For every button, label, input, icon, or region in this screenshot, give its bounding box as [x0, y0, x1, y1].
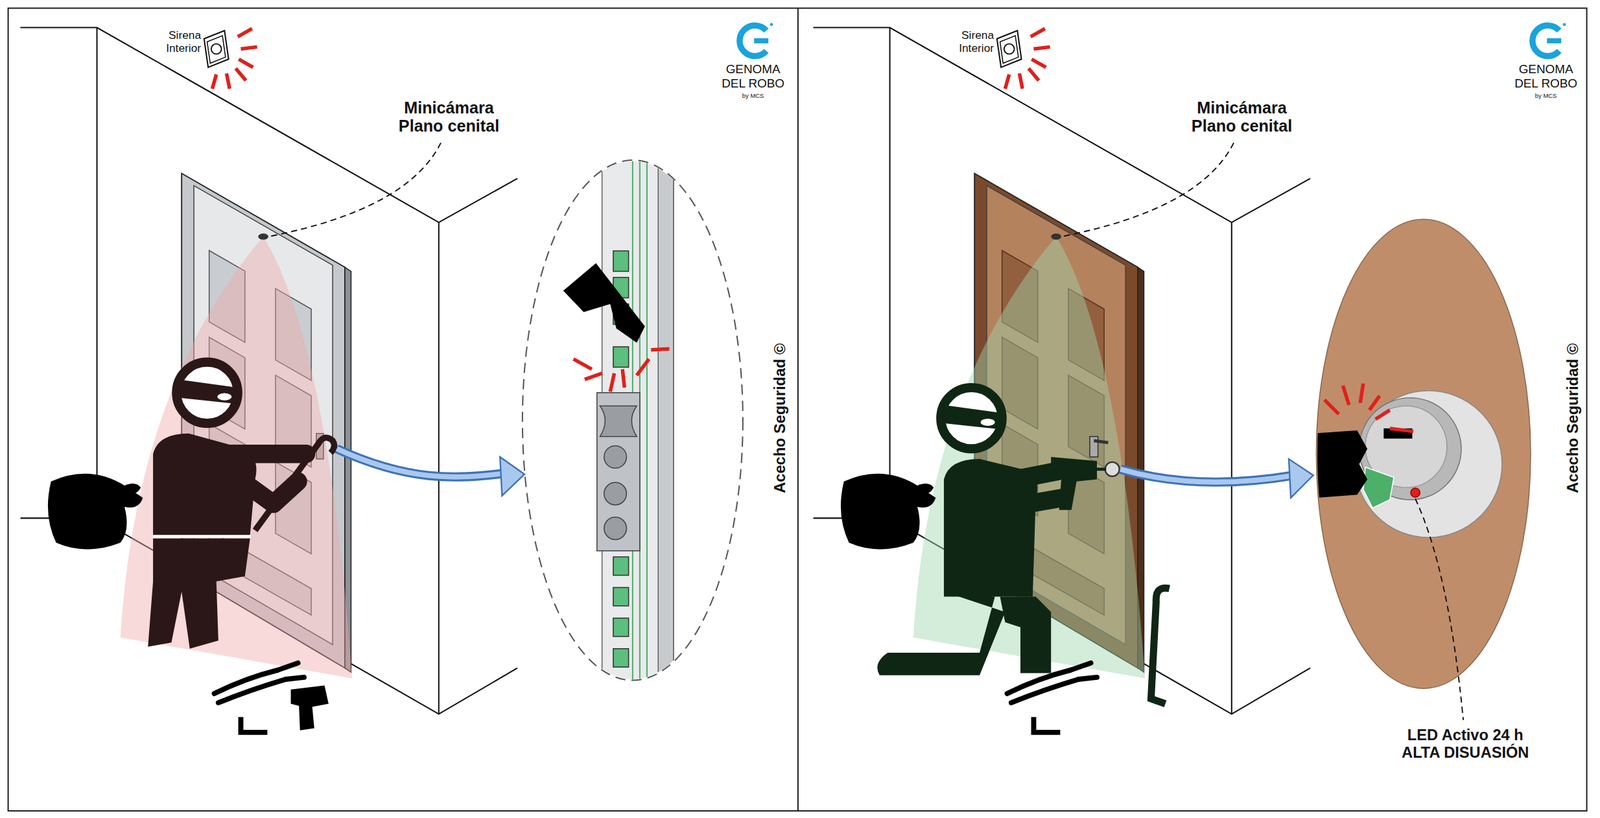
illustration-part [563, 152, 674, 684]
illustration-part [176, 362, 238, 424]
illustration-part [1360, 383, 1364, 404]
illustration-part [214, 663, 305, 703]
illustration-part [152, 534, 251, 539]
logo-text: GENOMA DEL ROBO [718, 63, 788, 92]
illustration-part [940, 387, 1002, 449]
illustration-part [1375, 410, 1390, 420]
illustration-part [997, 28, 1051, 89]
illustration-part [942, 405, 1002, 430]
device-label: Sirena Interior [949, 28, 994, 55]
illustration-part [8, 8, 1588, 812]
illustration-part [597, 392, 640, 552]
illustration-part [1033, 717, 1060, 733]
illustration-part [613, 618, 629, 637]
illustration-part [613, 587, 629, 606]
illustration-part [1061, 142, 1234, 237]
illustration-part [600, 405, 638, 437]
illustration-part [812, 22, 1566, 732]
illustration-part [258, 233, 269, 240]
logo-subtext: by MCS [734, 92, 772, 100]
illustration-part [563, 263, 646, 343]
illustration-part [1311, 430, 1368, 498]
illustration-part [1004, 471, 1064, 507]
illustration-part [650, 348, 670, 351]
illustration-part [1369, 396, 1380, 411]
illustration-part [120, 236, 353, 679]
camera-label: Minicámara Plano cenital [391, 99, 506, 137]
illustration-part [610, 373, 614, 392]
watermark: Acecho Seguridad © [770, 343, 789, 494]
illustration-part [840, 473, 936, 550]
camera-label: Minicámara Plano cenital [1184, 99, 1299, 137]
illustration-part [336, 448, 506, 477]
illustration-part [147, 538, 250, 649]
illustration-part [240, 717, 268, 733]
illustration-part [1010, 497, 1064, 507]
illustration-part [1093, 440, 1108, 443]
illustration-part [913, 236, 1145, 679]
illustration-part [1000, 597, 1052, 674]
illustration-part [1120, 469, 1295, 483]
illustration-part [980, 418, 996, 426]
device-label: Sirena Interior [156, 28, 201, 55]
illustration-part [584, 373, 603, 380]
illustration-part [1324, 383, 1414, 432]
illustration-part [613, 346, 629, 367]
illustration-part [499, 457, 525, 496]
illustration-part [739, 22, 773, 56]
illustration-part [613, 556, 629, 576]
logo-text: GENOMA DEL ROBO [1511, 63, 1581, 92]
illustration-part [1410, 488, 1420, 498]
illustration-part [604, 482, 627, 506]
illustration-part [1324, 400, 1339, 415]
illustration-part [291, 685, 329, 730]
illustration-part [178, 379, 238, 404]
illustration-part [1288, 458, 1314, 498]
illustration-part [1050, 233, 1062, 240]
illustration-part [1532, 22, 1566, 56]
illustration-part [636, 359, 649, 376]
illustration-part [217, 393, 232, 401]
illustration-part [268, 142, 441, 237]
illustration-part [658, 152, 674, 684]
illustration-part [604, 446, 627, 469]
illustration-part [1120, 469, 1295, 483]
illustration-part [229, 444, 306, 463]
illustration-part [573, 359, 592, 370]
illustration-part [877, 457, 1097, 676]
illustration-part [336, 448, 506, 477]
watermark: Acecho Seguridad © [1563, 343, 1582, 494]
illustration-part [646, 152, 648, 684]
illustration-part [622, 369, 625, 388]
illustration-part [1342, 385, 1349, 406]
illustration-part [1105, 462, 1120, 477]
illustration-part [1311, 390, 1503, 539]
illustration-part [877, 591, 1005, 676]
illustration-part [1415, 498, 1464, 720]
illustration-part [613, 250, 629, 271]
callout-label: LED Activo 24 h ALTA DISUASIÓN [1396, 726, 1534, 762]
illustration-part [47, 473, 143, 550]
illustration-part [1363, 467, 1394, 509]
illustration-part [1004, 471, 1057, 482]
illustration-part [573, 348, 670, 392]
logo-subtext: by MCS [1527, 92, 1565, 100]
illustration-part [812, 27, 1311, 714]
illustration-part [1096, 467, 1106, 471]
illustration-part [1389, 428, 1414, 432]
illustration-part [255, 437, 335, 531]
illustration-part [797, 8, 799, 812]
illustration-part [204, 28, 258, 89]
illustration-part [604, 517, 627, 541]
illustration-part [1354, 390, 1503, 539]
illustration-part [613, 648, 629, 668]
illustration-part [1150, 588, 1169, 705]
illustration-part [147, 433, 257, 649]
illustration-part [20, 27, 518, 714]
